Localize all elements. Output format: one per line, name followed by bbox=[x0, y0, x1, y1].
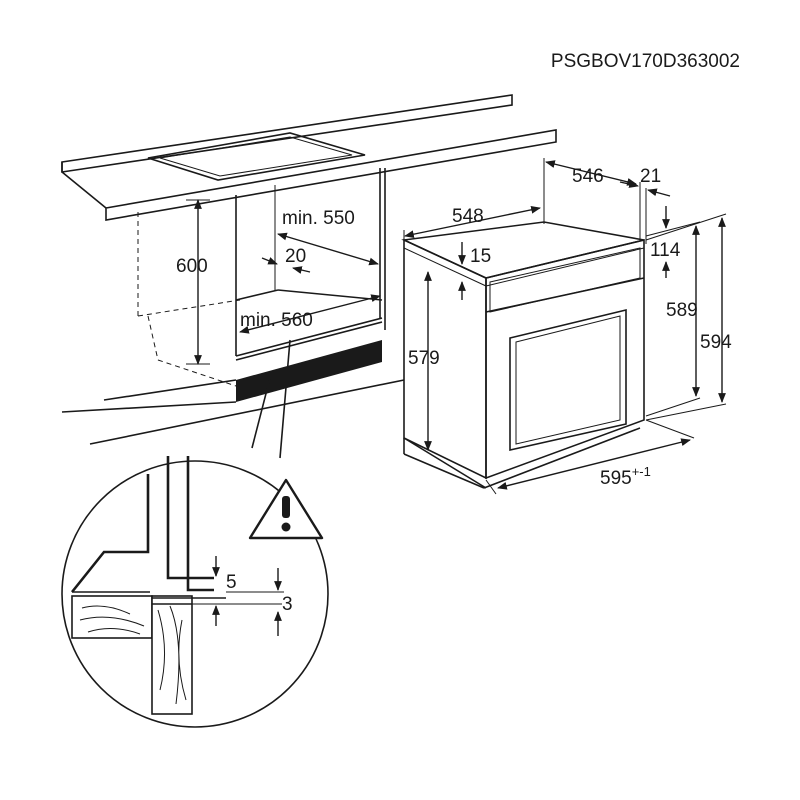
dimension-20-arrow bbox=[261, 257, 278, 265]
dimension-min550-line bbox=[277, 232, 379, 266]
dimension-595-label: 595+-1 bbox=[600, 464, 651, 489]
dimension-114-label: 114 bbox=[650, 240, 681, 261]
dimension-546-label: 546 bbox=[572, 166, 604, 187]
dimension-548-label: 548 bbox=[452, 206, 484, 227]
dimension-21-label: 21 bbox=[640, 166, 661, 187]
dimension-21-arrow bbox=[619, 180, 639, 188]
dimension-min550-label: min. 550 bbox=[282, 208, 355, 229]
document-code: PSGBOV170D363002 bbox=[551, 51, 740, 72]
dimension-20-label: 20 bbox=[285, 246, 306, 267]
detail-callout bbox=[61, 339, 329, 728]
dimension-min560-label: min. 560 bbox=[240, 310, 313, 331]
dimension-546-line bbox=[545, 160, 637, 186]
dimension-600-label: 600 bbox=[176, 256, 208, 277]
dimension-5-label: 5 bbox=[226, 572, 237, 593]
dimension-548-line bbox=[404, 205, 541, 239]
dimension-594-label: 594 bbox=[700, 332, 732, 353]
dimension-min560-line bbox=[239, 294, 381, 334]
dimension-15-label: 15 bbox=[470, 246, 491, 267]
dimension-595-line bbox=[497, 438, 691, 490]
dimension-579-label: 579 bbox=[408, 348, 440, 369]
oven bbox=[401, 221, 645, 489]
dimension-3-label: 3 bbox=[282, 594, 293, 615]
worktop bbox=[61, 94, 557, 221]
warning-triangle-icon bbox=[248, 478, 324, 540]
dimension-589-label: 589 bbox=[666, 300, 698, 321]
